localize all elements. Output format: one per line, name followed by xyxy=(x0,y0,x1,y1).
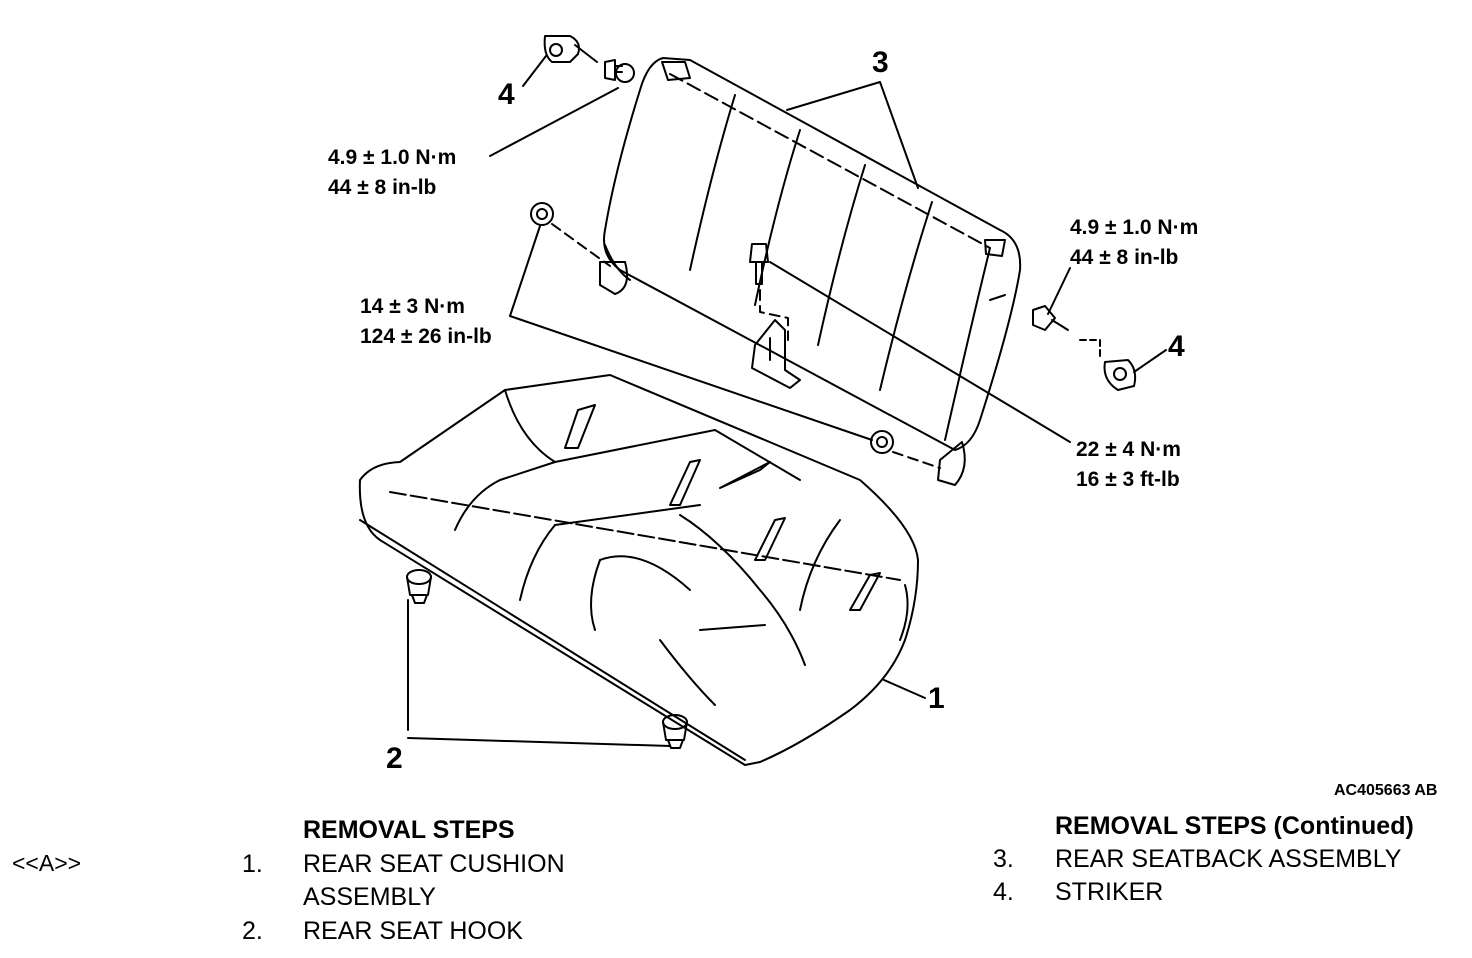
step-label: STRIKER xyxy=(1055,878,1164,906)
striker-right xyxy=(1103,359,1137,391)
rear-seat-hook-right xyxy=(662,714,688,749)
step-label: REAR SEAT CUSHION xyxy=(303,850,565,878)
torque-spec-striker-left: 4.9 ± 1.0 N·m 44 ± 8 in-lb xyxy=(328,143,456,203)
callout-4-left: 4 xyxy=(498,78,515,111)
striker-bolt-left xyxy=(604,59,635,83)
rear-seat-hook-left xyxy=(406,569,432,604)
step-number: 3. xyxy=(993,845,1014,873)
figure-code: AC405663 AB xyxy=(1334,782,1438,799)
torque-metric: 14 ± 3 N·m xyxy=(360,295,465,318)
removal-steps-title: REMOVAL STEPS xyxy=(303,816,515,844)
procedure-reference: <<A>> xyxy=(12,850,82,876)
step-number: 1. xyxy=(242,850,263,878)
callout-2: 2 xyxy=(386,742,403,775)
striker-bolt-right xyxy=(1032,305,1101,361)
leader-lines xyxy=(407,55,1167,747)
seatback-nut-left xyxy=(530,202,554,226)
seatback-nut-right xyxy=(870,430,894,454)
step-label-continued: ASSEMBLY xyxy=(303,883,436,911)
torque-imperial: 16 ± 3 ft-lb xyxy=(1076,468,1180,491)
removal-steps-continued-title: REMOVAL STEPS (Continued) xyxy=(1055,812,1414,840)
torque-metric: 4.9 ± 1.0 N·m xyxy=(328,146,457,169)
installation-paths xyxy=(551,223,941,469)
torque-metric: 4.9 ± 1.0 N·m xyxy=(1070,216,1199,239)
step-label: REAR SEAT HOOK xyxy=(303,917,523,945)
torque-imperial: 124 ± 26 in-lb xyxy=(360,325,492,348)
step-label: REAR SEATBACK ASSEMBLY xyxy=(1055,845,1402,873)
callout-3: 3 xyxy=(872,46,889,79)
torque-metric: 22 ± 4 N·m xyxy=(1076,438,1181,461)
rear-seatback-assembly xyxy=(599,57,1022,486)
torque-spec-striker-right: 4.9 ± 1.0 N·m 44 ± 8 in-lb xyxy=(1070,213,1198,273)
torque-spec-center-bolt: 22 ± 4 N·m 16 ± 3 ft-lb xyxy=(1076,435,1181,495)
seatback-center-bolt xyxy=(749,243,769,285)
callout-1: 1 xyxy=(928,682,945,715)
torque-imperial: 44 ± 8 in-lb xyxy=(328,176,437,199)
torque-spec-seatback-nuts: 14 ± 3 N·m 124 ± 26 in-lb xyxy=(360,292,492,352)
striker-left xyxy=(543,35,598,63)
step-number: 4. xyxy=(993,878,1014,906)
torque-imperial: 44 ± 8 in-lb xyxy=(1070,246,1179,269)
callout-4-right: 4 xyxy=(1168,330,1185,363)
rear-seat-cushion-assembly xyxy=(358,374,919,766)
step-number: 2. xyxy=(242,917,263,945)
